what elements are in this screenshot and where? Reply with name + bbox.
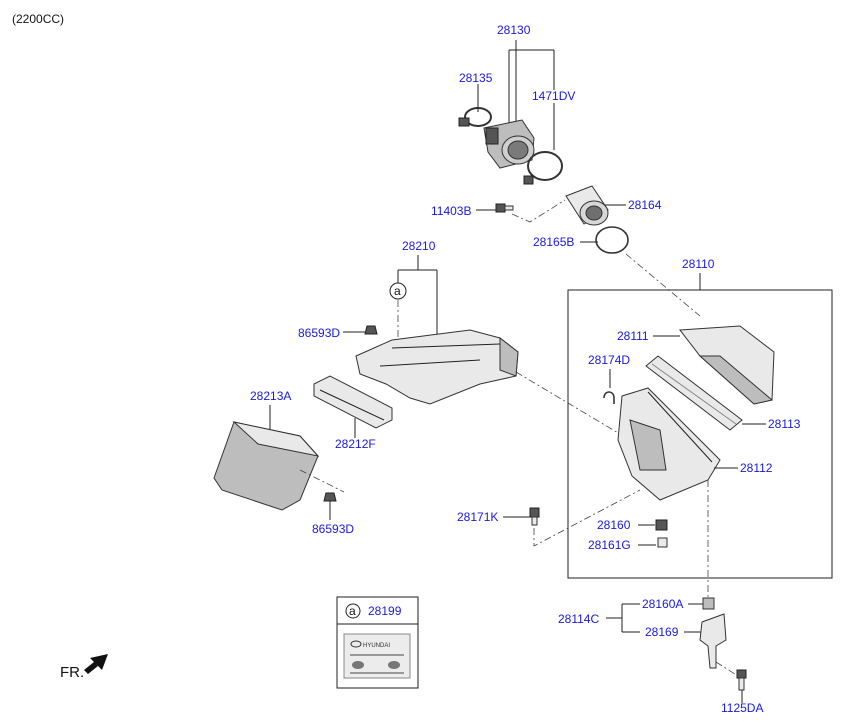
bracket-28169-part — [699, 613, 727, 669]
engine-spec-label: (2200CC) — [12, 12, 64, 26]
legend-box-28199: a 28199 HYUNDAI — [336, 596, 419, 689]
bolt-28171K-part — [529, 507, 540, 526]
clip-86593D-top-part — [364, 325, 378, 335]
part-28210[interactable]: 28210 — [402, 239, 436, 253]
part-1125DA[interactable]: 1125DA — [721, 701, 763, 715]
part-28165B[interactable]: 28165B — [533, 235, 574, 249]
part-28174D[interactable]: 28174D — [588, 353, 630, 367]
clip-28174D-part — [603, 391, 615, 404]
intake-duct-28210-part — [355, 329, 519, 405]
part-28160A[interactable]: 28160A — [642, 597, 683, 611]
hyundai-logo-icon — [350, 640, 362, 648]
part-28213A[interactable]: 28213A — [250, 389, 291, 403]
part-28171K[interactable]: 28171K — [457, 510, 498, 524]
legend-part-28199[interactable]: 28199 — [368, 604, 402, 618]
part-86593D-top[interactable]: 86593D — [298, 326, 340, 340]
part-28111[interactable]: 28111 — [617, 329, 649, 343]
bolt-11403B-part — [495, 203, 514, 213]
part-1471DV[interactable]: 1471DV — [532, 89, 575, 103]
lead-lines-28130 — [477, 40, 555, 150]
part-28160[interactable]: 28160 — [597, 518, 631, 532]
part-28113[interactable]: 28113 — [768, 417, 801, 431]
air-cleaner-assembly-box — [567, 289, 833, 579]
part-28114C[interactable]: 28114C — [558, 612, 599, 626]
front-direction-label: FR. — [60, 664, 84, 681]
part-28135[interactable]: 28135 — [459, 71, 493, 85]
part-28164[interactable]: 28164 — [628, 198, 662, 212]
bolt-1125DA-part — [736, 669, 747, 691]
clip-86593D-bottom-part — [323, 492, 337, 502]
svg-text:a: a — [394, 284, 401, 298]
part-28112[interactable]: 28112 — [740, 461, 773, 475]
filter-element-28113-part — [645, 355, 743, 431]
sticker-brand-text: HYUNDAI — [363, 643, 390, 649]
air-flow-sensor-part — [483, 119, 535, 169]
resonator-28164-part — [565, 185, 609, 226]
lead-lines-28114C — [606, 603, 703, 633]
part-11403B[interactable]: 11403B — [431, 204, 471, 218]
part-28212F[interactable]: 28212F — [335, 437, 376, 451]
part-28161G[interactable]: 28161G — [588, 538, 631, 552]
grommet-28160A-part — [702, 597, 715, 610]
lead-lines-28210 — [397, 255, 438, 338]
clamp-28135-part — [458, 107, 492, 127]
part-28130[interactable]: 28130 — [497, 23, 531, 37]
callout-a: a — [389, 282, 407, 300]
cover-28213A-part — [213, 421, 320, 511]
guide-28212F-part — [313, 375, 393, 429]
legend-marker: a — [349, 604, 356, 618]
front-direction-arrow-icon — [84, 654, 108, 674]
part-28110[interactable]: 28110 — [682, 257, 715, 271]
grommet-28160-part — [655, 519, 668, 531]
gasket-28165B-part — [595, 226, 629, 254]
clamp-1471DV-part — [523, 151, 563, 185]
upper-cover-28111-part — [679, 325, 775, 405]
part-86593D-bottom[interactable]: 86593D — [312, 522, 354, 536]
bushing-28161G-part — [657, 537, 668, 548]
lower-body-28112-part — [617, 387, 721, 501]
part-28169[interactable]: 28169 — [645, 625, 679, 639]
